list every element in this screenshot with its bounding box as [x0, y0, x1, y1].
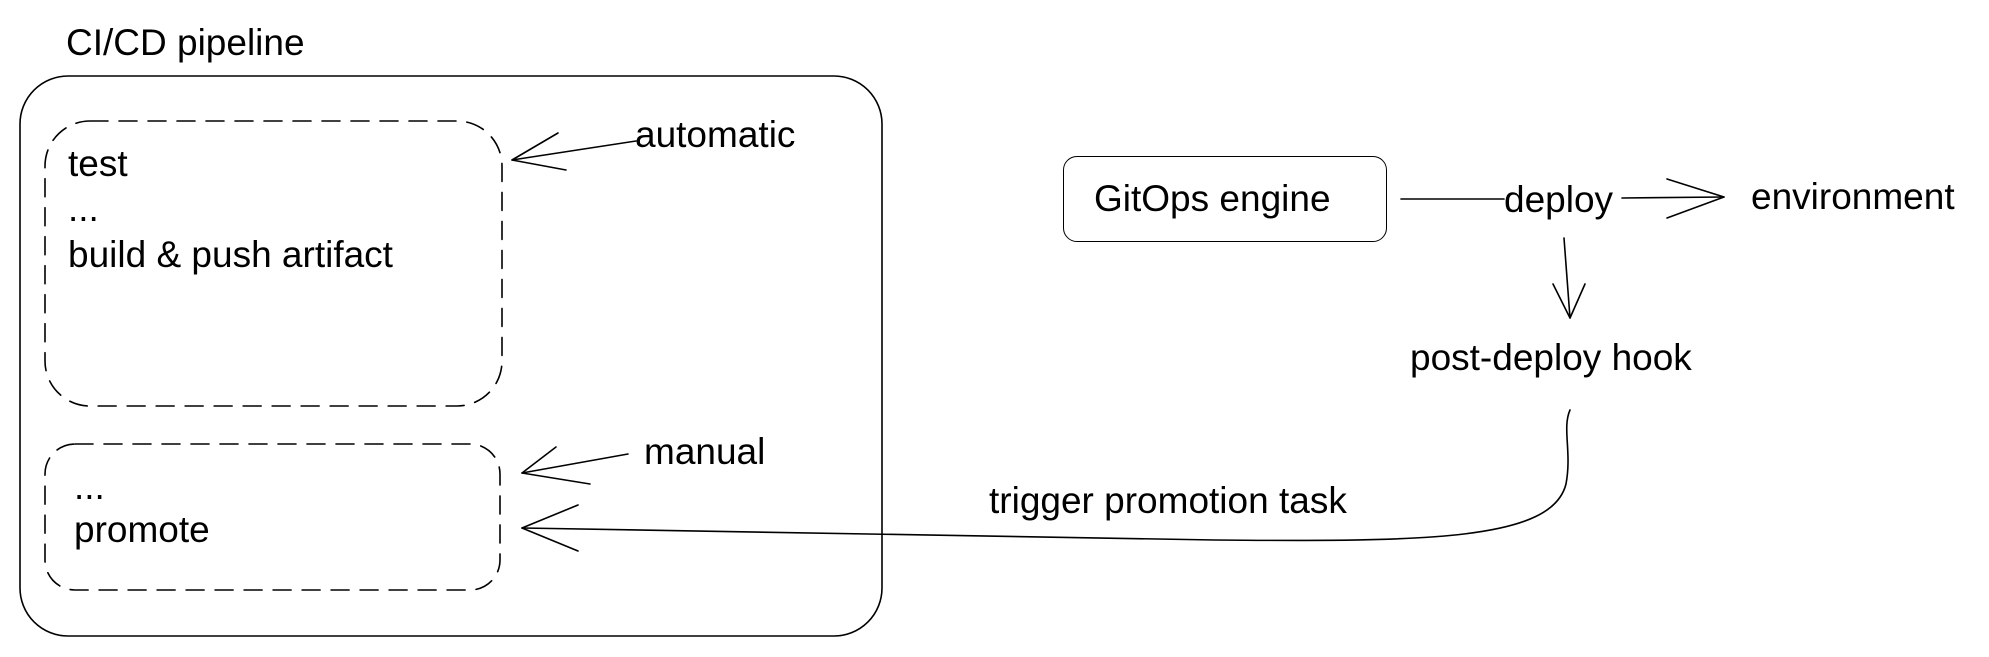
hook-arrow: [1552, 237, 1586, 319]
manual-trigger-label: manual: [644, 431, 766, 472]
manual-stage-line-1: ...: [74, 466, 105, 507]
deploy-label: deploy: [1504, 179, 1614, 220]
manual-stage-box: [44, 443, 501, 591]
automatic-stage-line-1: test: [68, 143, 128, 184]
pipeline-container: [19, 75, 883, 637]
automatic-arrow: [511, 132, 637, 171]
gitops-engine-box: [1063, 156, 1387, 242]
manual-arrow: [521, 446, 629, 485]
automatic-trigger-label: automatic: [635, 114, 796, 155]
pipeline-title: CI/CD pipeline: [66, 22, 305, 63]
environment-arrow: [1621, 178, 1725, 219]
promotion-label: trigger promotion task: [989, 480, 1347, 521]
environment-label: environment: [1751, 176, 1955, 217]
automatic-stage-line-2: ...: [68, 188, 99, 229]
gitops-engine-label: GitOps engine: [1094, 178, 1331, 219]
promotion-arrow: [521, 409, 1571, 552]
manual-stage-line-2: promote: [74, 509, 210, 550]
post-deploy-hook-label: post-deploy hook: [1410, 337, 1692, 378]
automatic-stage-box: [44, 120, 503, 407]
automatic-stage-line-3: build & push artifact: [68, 234, 393, 275]
